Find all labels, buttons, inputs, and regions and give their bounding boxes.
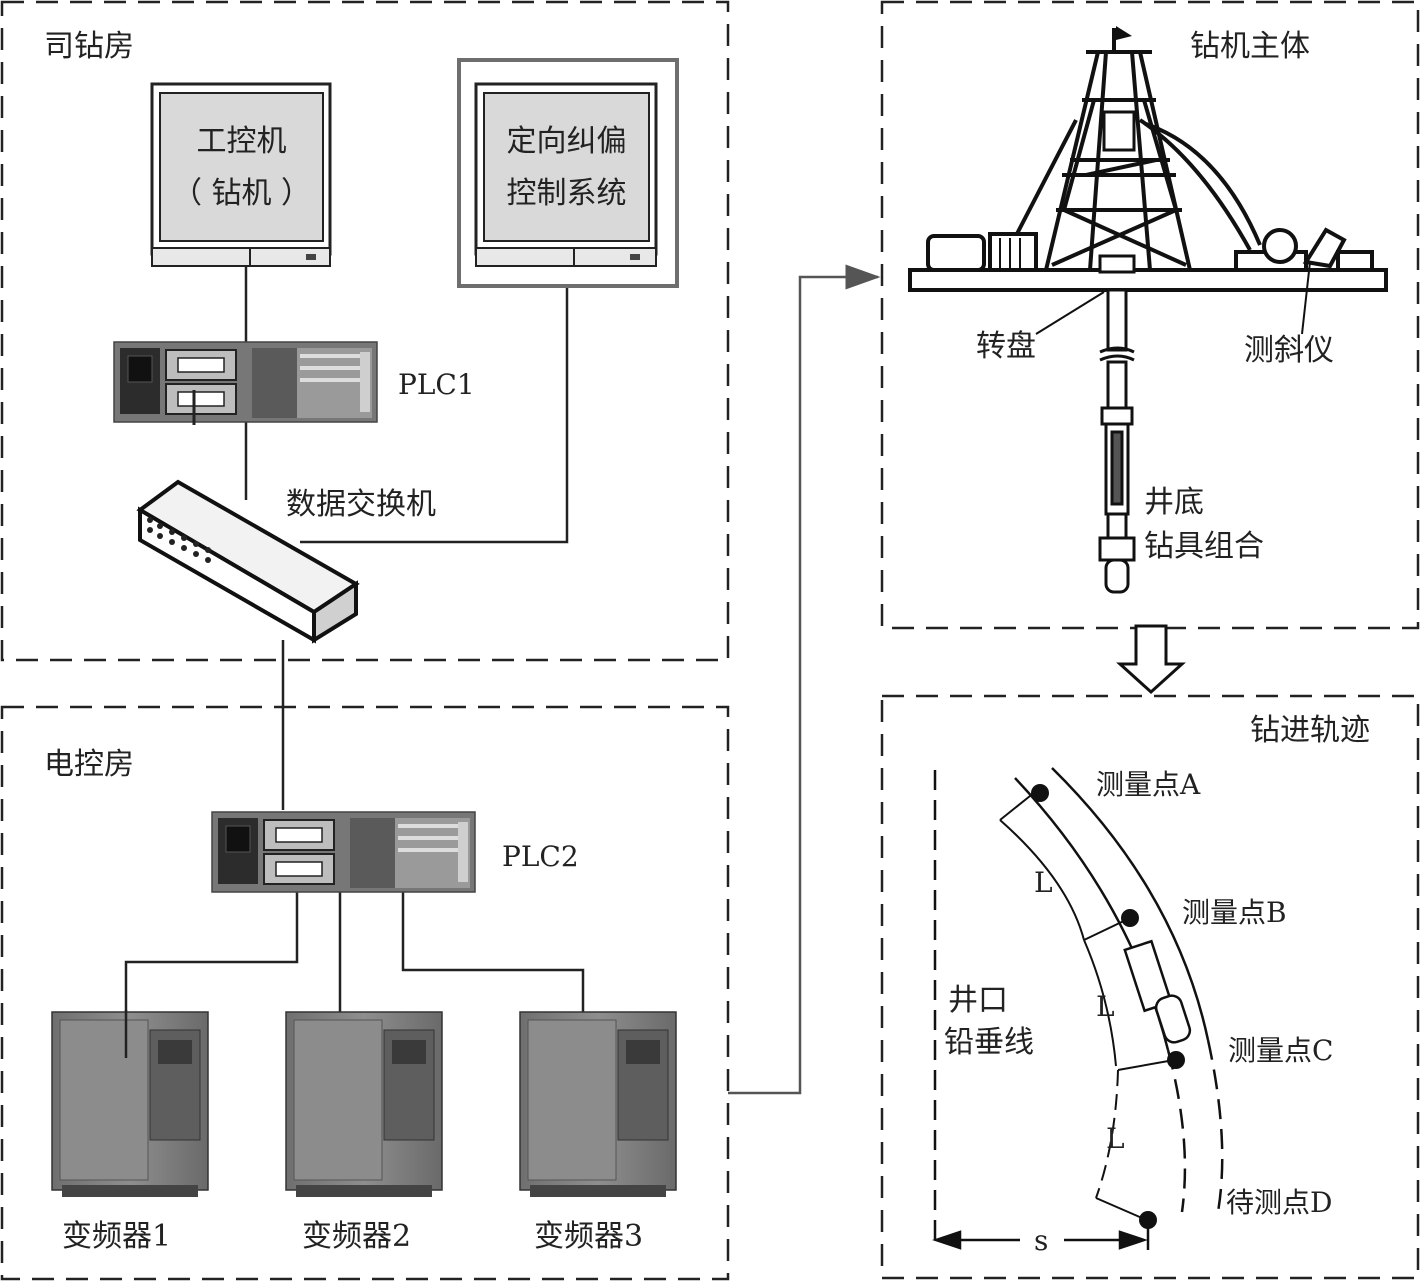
- point-a-label: 测量点A: [1096, 768, 1201, 801]
- ipc-screen-text: 工控机 （ 钻机 ）: [160, 116, 323, 220]
- vfd3-label: 变频器3: [534, 1219, 644, 1254]
- plc1-module: [113, 341, 378, 423]
- vfd3-unit: [519, 1011, 677, 1197]
- ipc-label-line1: 工控机: [196, 124, 287, 159]
- point-d-label: 待测点D: [1226, 1186, 1333, 1219]
- electric-room-title: 电控房: [44, 747, 134, 782]
- turntable-leader: [1035, 291, 1105, 335]
- measure-points: [1031, 784, 1185, 1229]
- segment-l-label-1: L: [1034, 866, 1053, 899]
- pump-unit: [1234, 227, 1374, 272]
- driller-room-title: 司钻房: [44, 29, 134, 64]
- vertical-line-label-1: 井口: [948, 983, 1008, 1018]
- point-d-marker: [1139, 1211, 1157, 1229]
- vfd1-unit: [51, 1011, 209, 1197]
- ipc-label-line2: （ 钻机 ）: [171, 176, 312, 211]
- rig-main-title: 钻机主体: [1190, 29, 1310, 64]
- point-b-label: 测量点B: [1182, 896, 1287, 929]
- turntable-label: 转盘: [976, 329, 1036, 364]
- trajectory-box: [880, 694, 1420, 1280]
- network-cables: [124, 262, 585, 1055]
- drill-string: [1098, 288, 1136, 594]
- vfd2-label: 变频器2: [302, 1219, 412, 1254]
- signal-arrow: [728, 264, 881, 1095]
- orientation-monitor: [457, 58, 679, 288]
- segment-l-label-3: L: [1106, 1122, 1125, 1155]
- plc2-module: [211, 811, 476, 893]
- rig-flag: [1116, 26, 1132, 40]
- vertical-line-label-2: 铅垂线: [944, 1025, 1034, 1060]
- segment-l-label-2: L: [1096, 990, 1115, 1023]
- bha-in-hole: [1123, 939, 1192, 1044]
- bha-label-line2: 钻具组合: [1144, 529, 1264, 564]
- orientation-label-line1: 定向纠偏: [506, 124, 627, 159]
- point-b-marker: [1121, 909, 1139, 927]
- flow-down-arrow: [1116, 624, 1186, 695]
- switch-label: 数据交换机: [286, 487, 436, 522]
- inclinometer-leader: [1301, 261, 1311, 335]
- trajectory-title: 钻进轨迹: [1250, 713, 1370, 748]
- vfd2-unit: [285, 1011, 443, 1197]
- offset-s-label: s: [1034, 1224, 1049, 1257]
- point-a-marker: [1031, 784, 1049, 802]
- bha-label-line1: 井底: [1144, 485, 1204, 520]
- rig-floor: [908, 268, 1388, 292]
- plc2-label: PLC2: [502, 840, 579, 873]
- driller-room-box: [0, 0, 730, 662]
- drilling-rig: [1004, 28, 1262, 271]
- inclinometer-label: 测斜仪: [1244, 333, 1334, 368]
- point-c-marker: [1167, 1051, 1185, 1069]
- vfd1-label: 变频器1: [62, 1219, 172, 1254]
- traveling-block: [1102, 110, 1136, 152]
- point-c-label: 测量点C: [1228, 1034, 1334, 1067]
- ipc-monitor: [150, 82, 332, 267]
- measured-arc: [999, 819, 1119, 1199]
- data-switch: [136, 479, 360, 644]
- drawworks-motor: [926, 232, 1038, 272]
- plc1-label: PLC1: [398, 368, 475, 401]
- orientation-screen-text: 定向纠偏 控制系统: [484, 116, 649, 220]
- orientation-label-line2: 控制系统: [506, 176, 627, 211]
- offset-s-dimension: [932, 1226, 1150, 1250]
